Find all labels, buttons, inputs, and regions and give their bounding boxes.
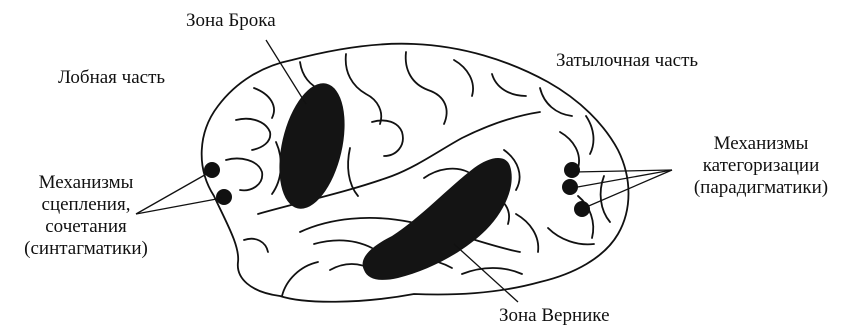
paradigmatic-line-1: Механизмы (676, 133, 846, 155)
broca-zone (268, 77, 355, 215)
paradigmatic-leader-1 (574, 170, 672, 172)
frontal-lobe-label: Лобная часть (58, 67, 165, 89)
paradigmatic-line-3: (парадигматики) (676, 177, 846, 199)
syntagmatic-label: Механизмы сцепления, сочетания (синтагма… (2, 172, 170, 260)
syntagmatic-line-1: Механизмы (2, 172, 170, 194)
paradigmatic-dot-1 (564, 162, 580, 178)
paradigmatic-leader-2 (572, 170, 672, 188)
syntagmatic-line-4: (синтагматики) (2, 238, 170, 260)
occipital-label: Затылочная часть (556, 50, 698, 72)
paradigmatic-label: Механизмы категоризации (парадигматики) (676, 133, 846, 199)
paradigmatic-dot-3 (574, 201, 590, 217)
wernicke-label: Зона Вернике (499, 305, 610, 327)
syntagmatic-line-2: сцепления, (2, 194, 170, 216)
syntagmatic-line-3: сочетания (2, 216, 170, 238)
broca-label: Зона Брока (186, 10, 276, 32)
broca-leader (266, 40, 306, 104)
syntagmatic-dot-1 (204, 162, 220, 178)
paradigmatic-line-2: категоризации (676, 155, 846, 177)
syntagmatic-dot-2 (216, 189, 232, 205)
